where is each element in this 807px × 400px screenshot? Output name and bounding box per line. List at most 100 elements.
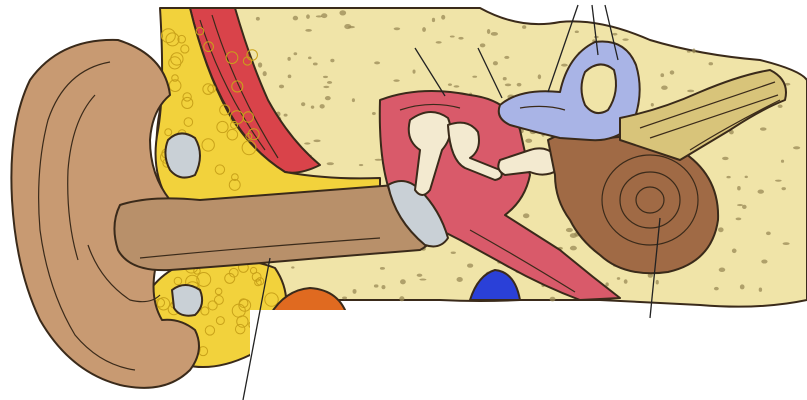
bone-pore [467,263,473,267]
bone-pore [472,76,477,78]
bone-pore [651,103,654,107]
bone-pore [759,288,762,292]
bone-pore [718,227,724,232]
bone-pore [758,189,764,193]
bone-pore [316,15,322,17]
bone-pore [330,59,334,63]
bone-pore [450,35,455,37]
bone-pore [661,86,668,90]
bone-pore [304,142,310,144]
bone-pore [517,83,522,87]
bone-pore [670,70,675,74]
bone-pore [766,231,771,235]
bone-pore [305,29,312,32]
bone-pore [523,213,529,218]
bone-pore [504,56,509,59]
bone-pore [293,16,298,21]
bone-pore [722,157,729,160]
bone-pore [308,57,312,60]
bone-pore [381,285,385,289]
bone-pore [525,139,532,143]
bone-pore [660,73,664,77]
bone-pore [714,287,719,291]
bone-pore [656,280,659,285]
bone-pore [622,38,628,41]
bone-pore [327,162,334,165]
cartilage-hole-lower [172,285,202,316]
cartilage-hole-upper [165,133,200,177]
bone-pore [726,176,730,178]
bone-pore [284,114,288,117]
bone-pore [263,71,267,76]
bone-pore [323,86,329,88]
bone-pore [352,98,355,102]
bone-pore [612,33,617,36]
bone-pore [306,14,310,18]
bone-pore [432,18,435,22]
bone-pore [359,164,363,166]
bone-pore [348,26,355,28]
bone-pore [323,76,328,78]
bone-pore [457,277,463,282]
bone-pore [687,90,694,93]
blank-area [250,310,807,400]
bone-pore [566,228,573,232]
bone-pore [491,32,498,36]
bone-pore [451,252,456,254]
bone-pore [258,62,262,67]
bone-pore [313,63,318,66]
bone-pore [279,85,284,89]
bone-pore [775,180,782,182]
bone-pore [288,75,292,79]
bone-pore [503,77,507,80]
bone-pore [436,41,442,44]
bone-pore [311,105,314,108]
bone-pore [375,159,382,161]
bone-pore [781,187,785,190]
bone-pore [778,104,783,108]
bone-pore [736,217,742,220]
bone-pore [493,61,498,65]
bone-pore [313,140,320,143]
bone-pore [419,279,426,281]
bone-pore [719,268,726,272]
bone-pore [761,259,767,263]
bone-pore [570,246,577,251]
bone-pore [339,10,346,15]
bone-pore [400,279,406,284]
bone-pore [538,74,541,79]
bone-pore [732,249,737,254]
bone-pore [561,64,568,67]
bone-pore [374,61,380,64]
bone-pore [287,57,290,61]
bone-pore [256,17,260,21]
bone-pore [575,30,579,33]
bone-pore [793,146,800,149]
bone-pore [374,284,379,287]
bone-pore [380,267,385,270]
bone-pore [399,296,404,301]
bone-pore [487,29,490,34]
bone-pore [781,160,784,163]
bone-pore [454,85,460,87]
bone-pore [692,49,696,54]
bone-pore [458,37,463,40]
bone-pore [709,62,714,65]
bone-pore [417,274,423,277]
bone-pore [441,15,445,20]
bone-pore [740,284,745,289]
bone-pore [413,69,416,73]
bone-pore [342,296,347,299]
bone-pore [624,279,628,283]
bone-pore [291,266,294,268]
bone-pore [320,104,325,108]
bone-pore [687,51,691,53]
bone-pore [301,102,305,106]
bone-pore [617,277,620,280]
bone-pore [422,27,426,32]
bone-pore [394,27,400,30]
bone-pore [294,52,298,55]
bone-pore [353,289,357,294]
bone-pore [372,112,376,115]
